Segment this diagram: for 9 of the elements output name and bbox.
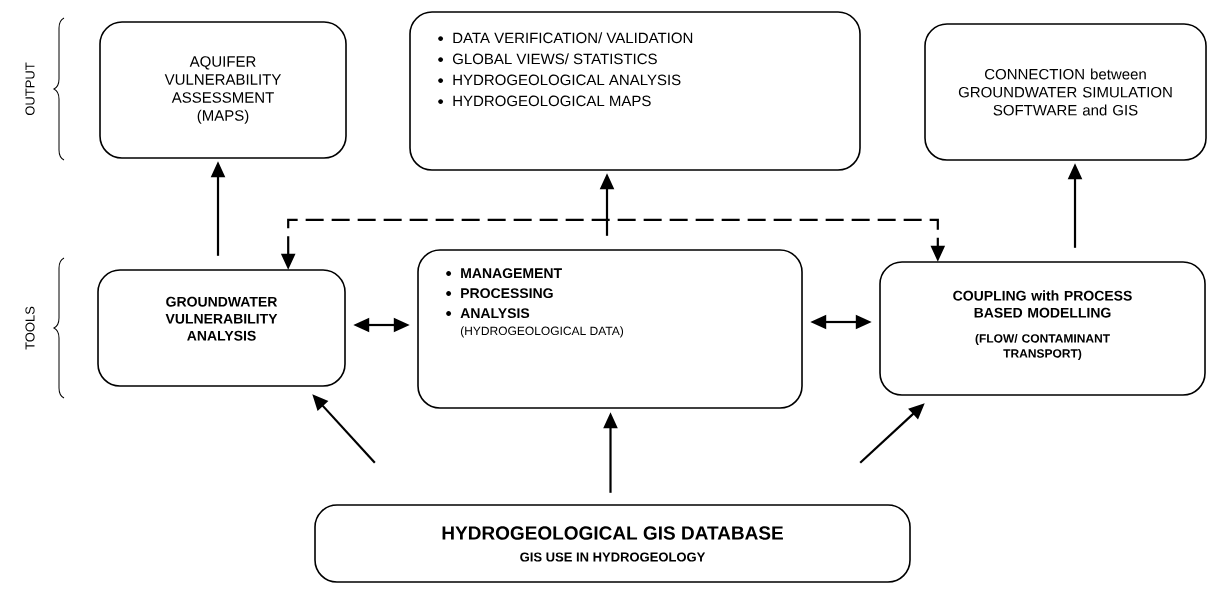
- tool-box: COUPLING with PROCESS BASED MODELLING (FLOW/ CONTAMINANT TRANSPORT): [879, 261, 1206, 396]
- database-box: HYDROGEOLOGICAL GIS DATABASE GIS USE IN HYDROGEOLOGY: [314, 504, 911, 583]
- tool-box: GROUNDWATER VULNERABILITY ANALYSIS: [97, 269, 346, 387]
- output-box: AQUIFER VULNERABILITY ASSESSMENT (MAPS): [99, 21, 347, 159]
- output-box: CONNECTION between GROUNDWATER SIMULATION SOFTWARE and GIS: [924, 23, 1207, 161]
- tool-box: MANAGEMENT PROCESSING ANALYSIS (HYDROGEOLOGICAL DATA): [417, 249, 803, 409]
- axis-label: OUTPUT: [25, 62, 35, 116]
- output-box: DATA VERIFICATION/ VALIDATION GLOBAL VIEWS/ STATISTICS HYDROGEOLOGICAL ANALYSIS HYDROGEOLOGICAL MAPS: [409, 11, 861, 171]
- axis-label: TOOLS: [25, 306, 35, 350]
